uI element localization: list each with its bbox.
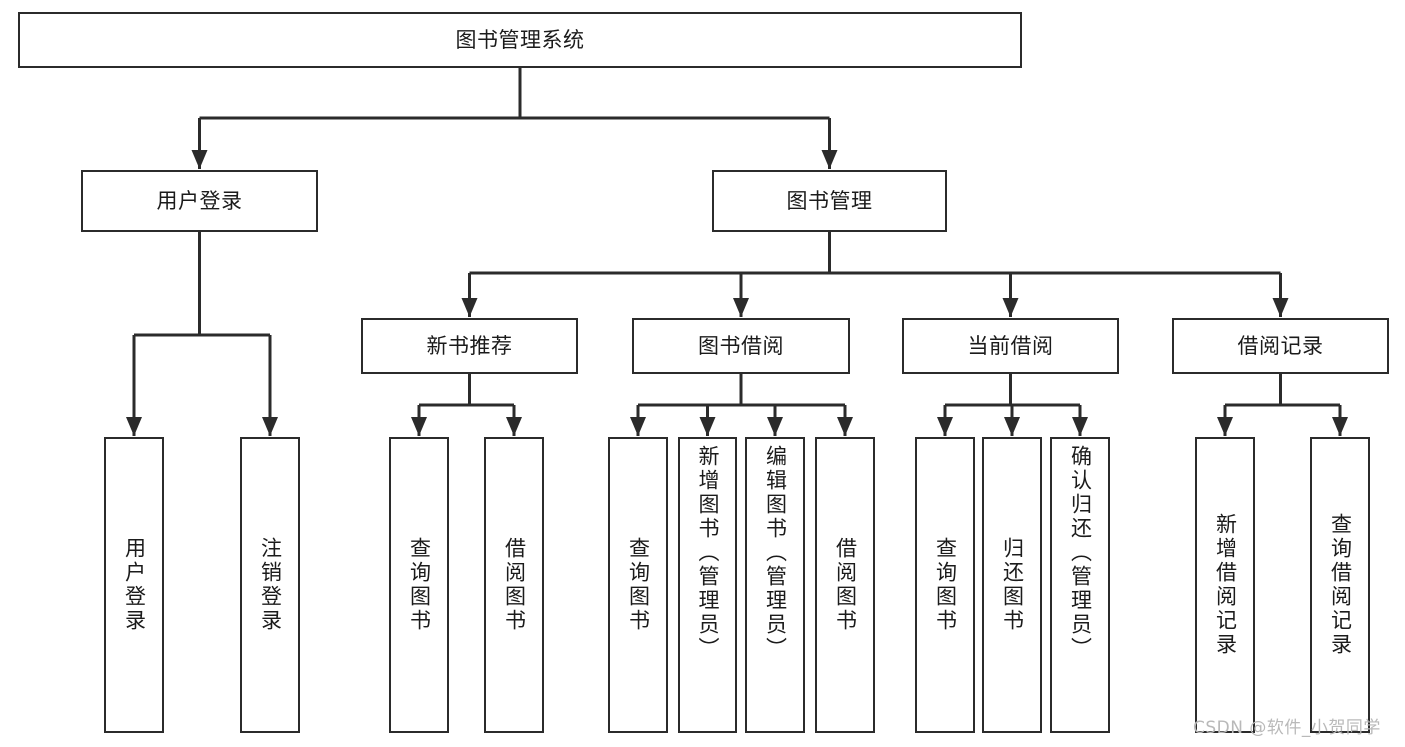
node-label: 查询借阅记录: [1328, 513, 1353, 657]
node-label: 用户登录: [122, 537, 147, 633]
node-label: 查询图书: [407, 537, 432, 633]
edge-arrowhead: [1002, 298, 1019, 317]
node-leaf-rec-borrow[interactable]: 借阅图书: [484, 437, 544, 733]
node-label: 编辑图书（管理员）: [763, 445, 788, 661]
node-leaf-user-login[interactable]: 用户登录: [104, 437, 164, 733]
node-label: 新增借阅记录: [1213, 513, 1238, 657]
watermark: CSDN @软件_小贺同学: [1193, 718, 1381, 738]
edge-arrowhead: [767, 417, 783, 436]
node-leaf-cb-return[interactable]: 归还图书: [982, 437, 1042, 733]
edge-arrowhead: [191, 150, 208, 169]
edge-arrowhead: [1272, 298, 1289, 317]
node-label: 图书借阅: [698, 333, 784, 358]
node-label: 注销登录: [258, 537, 283, 633]
node-leaf-br-query[interactable]: 查询借阅记录: [1310, 437, 1370, 733]
node-label: 借阅记录: [1237, 333, 1324, 358]
edge-arrowhead: [411, 417, 427, 436]
node-leaf-logout[interactable]: 注销登录: [240, 437, 300, 733]
edge-arrowhead: [126, 417, 142, 436]
node-leaf-bb-query[interactable]: 查询图书: [608, 437, 668, 733]
edge-arrowhead: [733, 298, 749, 317]
node-leaf-rec-query[interactable]: 查询图书: [389, 437, 449, 733]
edge-arrowhead: [1332, 417, 1348, 436]
edge-arrowhead: [630, 417, 646, 436]
edge-arrowhead: [1004, 417, 1020, 436]
node-label: 查询图书: [933, 537, 958, 633]
node-leaf-bb-add[interactable]: 新增图书（管理员）: [678, 437, 737, 733]
edge-arrowhead: [1072, 417, 1088, 436]
edge-arrowhead: [262, 417, 278, 436]
edge-arrowhead: [699, 417, 716, 436]
node-leaf-cb-query[interactable]: 查询图书: [915, 437, 975, 733]
edge-arrowhead: [506, 417, 522, 436]
node-current-borrow[interactable]: 当前借阅: [902, 318, 1119, 374]
node-root[interactable]: 图书管理系统: [18, 12, 1022, 68]
node-book-borrow[interactable]: 图书借阅: [632, 318, 850, 374]
node-label: 用户登录: [156, 188, 243, 213]
node-label: 归还图书: [1000, 537, 1025, 633]
node-leaf-cb-confirm[interactable]: 确认归还（管理员）: [1050, 437, 1110, 733]
edge-arrowhead: [937, 417, 953, 436]
edge-arrowhead: [1217, 417, 1233, 436]
node-label: 新增图书（管理员）: [696, 445, 720, 661]
node-leaf-br-add[interactable]: 新增借阅记录: [1195, 437, 1255, 733]
node-user-login[interactable]: 用户登录: [81, 170, 318, 232]
node-label: 新书推荐: [426, 333, 513, 358]
node-label: 借阅图书: [833, 537, 858, 633]
node-label: 查询图书: [626, 537, 651, 633]
edge-arrowhead: [821, 150, 838, 169]
node-label: 图书管理: [786, 188, 873, 213]
node-label: 确认归还（管理员）: [1068, 445, 1093, 661]
node-borrow-record[interactable]: 借阅记录: [1172, 318, 1389, 374]
node-leaf-bb-borrow[interactable]: 借阅图书: [815, 437, 875, 733]
node-label: 当前借阅: [967, 333, 1054, 358]
edge-arrowhead: [837, 417, 853, 436]
node-label: 图书管理系统: [455, 27, 585, 52]
edge-arrowhead: [461, 298, 478, 317]
node-new-book-rec[interactable]: 新书推荐: [361, 318, 578, 374]
node-leaf-bb-edit[interactable]: 编辑图书（管理员）: [745, 437, 805, 733]
node-book-manage[interactable]: 图书管理: [712, 170, 947, 232]
node-label: 借阅图书: [502, 537, 527, 633]
